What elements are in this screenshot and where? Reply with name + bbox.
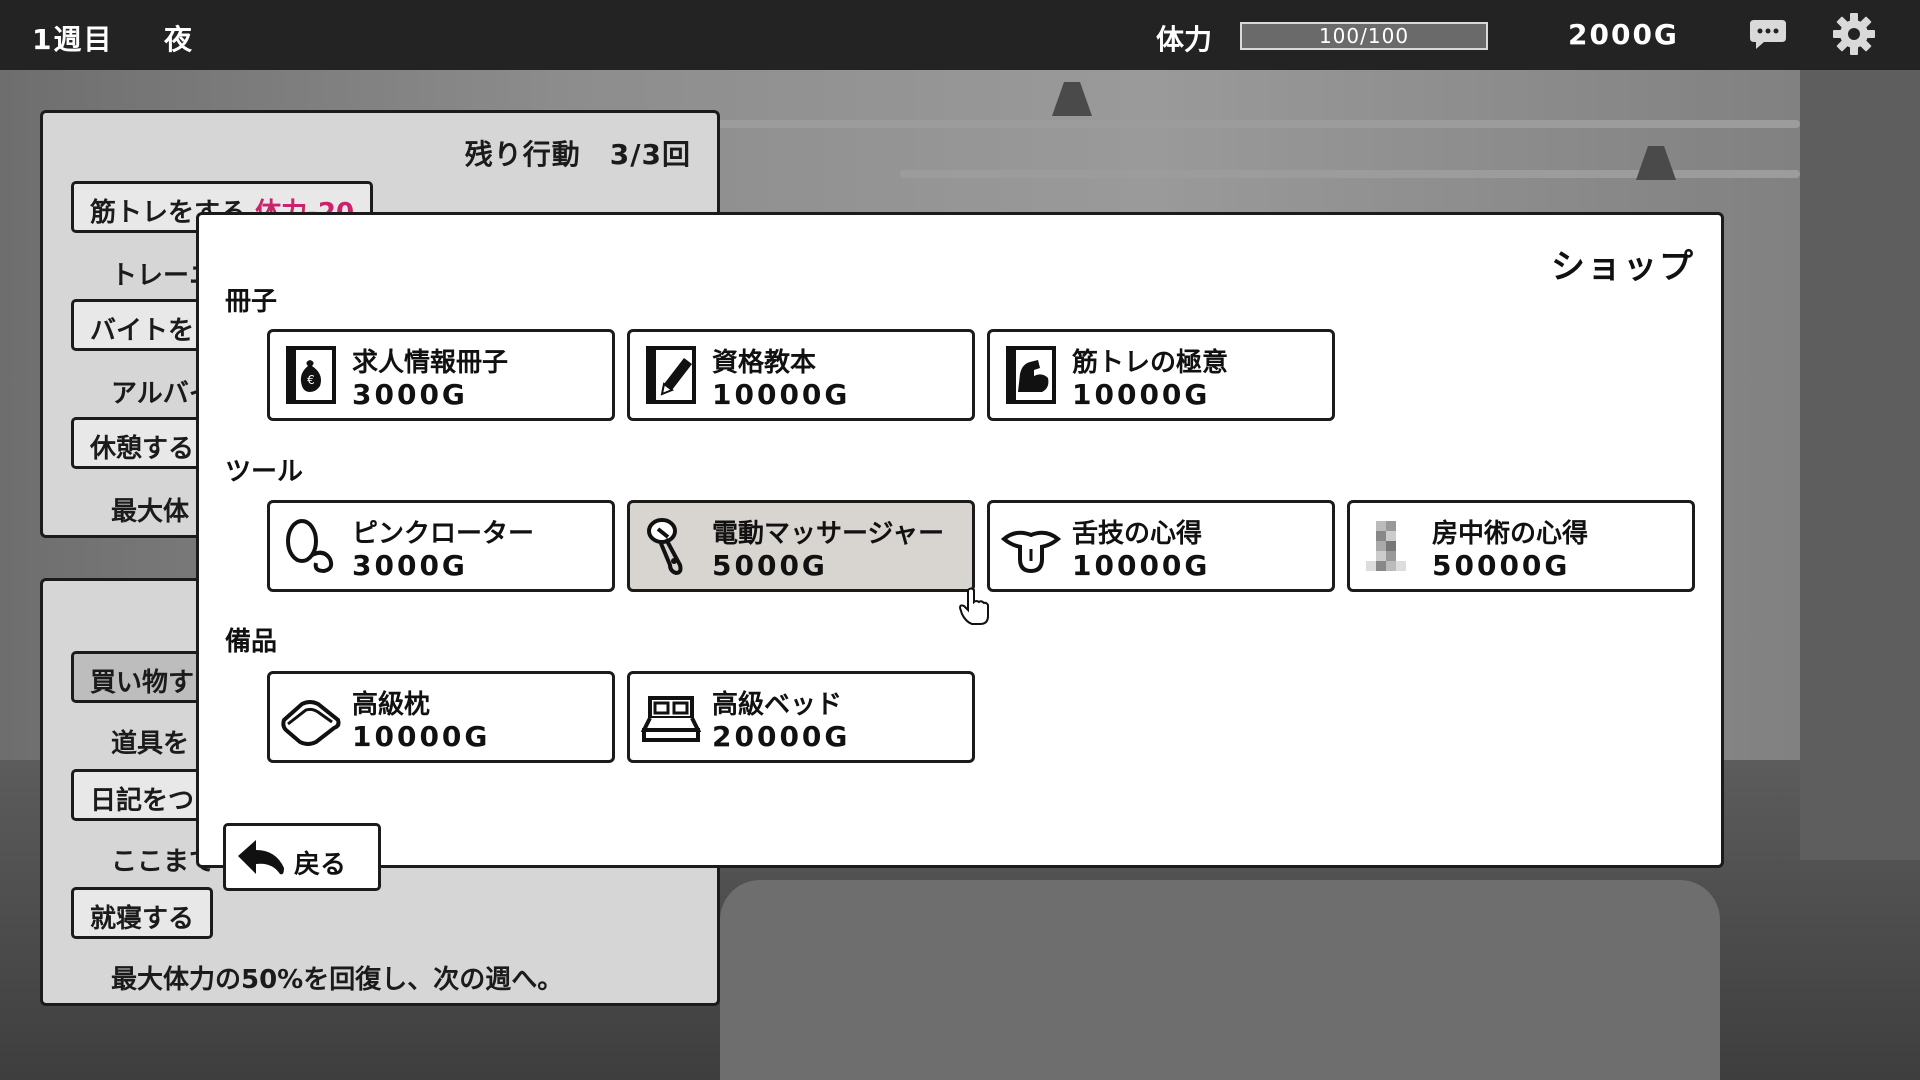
item-price: 10000G <box>712 378 851 411</box>
rest-button[interactable]: 休憩する <box>71 417 214 469</box>
category-furnishings: 備品 <box>225 627 278 657</box>
pencil-book-icon <box>646 346 696 404</box>
back-arrow-icon <box>238 840 284 875</box>
item-price: 5000G <box>712 549 828 582</box>
category-tools: ツール <box>225 457 304 487</box>
background-bed <box>720 880 1720 1080</box>
week-counter: 1週目 <box>32 23 114 56</box>
background-pipe <box>900 170 1800 178</box>
shop-item-bedroom-arts[interactable]: 房中術の心得 50000G <box>1347 500 1695 592</box>
stamina-label: 体力 <box>1156 23 1213 56</box>
part-time-job-label: バイトを <box>90 316 195 346</box>
rest-button-label: 休憩する <box>90 434 195 464</box>
background-pipe <box>700 120 1800 128</box>
sleep-button[interactable]: 就寝する <box>71 887 214 939</box>
rotor-icon <box>286 519 334 574</box>
shop-item-pink-rotor[interactable]: ピンクローター 3000G <box>267 500 615 592</box>
shop-item-luxury-pillow[interactable]: 高級枕 10000G <box>267 671 615 763</box>
sleep-button-label: 就寝する <box>90 904 195 934</box>
muscle-book-icon <box>1006 346 1056 404</box>
settings-gear-icon[interactable] <box>1832 12 1876 56</box>
shop-item-luxury-bed[interactable]: 高級ベッド 20000G <box>627 671 975 763</box>
censored-icon <box>1366 521 1406 571</box>
shopping-button-label: 買い物す <box>90 668 195 698</box>
diary-button[interactable]: 日記をつ <box>71 769 214 821</box>
item-name: 舌技の心得 <box>1072 519 1203 549</box>
back-button-label: 戻る <box>294 850 347 880</box>
hand-cursor-icon <box>958 587 989 625</box>
item-name: 資格教本 <box>712 348 817 378</box>
part-time-job-button[interactable]: バイトを <box>71 299 214 351</box>
train-button[interactable]: 筋トレをする 体力-20 <box>71 181 374 233</box>
shop-item-qualification-book[interactable]: 資格教本 10000G <box>627 329 975 421</box>
back-button[interactable]: 戻る <box>223 823 381 891</box>
stamina-value: 100/100 <box>1318 24 1410 48</box>
item-name: 筋トレの極意 <box>1072 348 1229 378</box>
item-price: 10000G <box>1072 549 1211 582</box>
top-status-bar: 1週目 夜 体力 100/100 2000G <box>0 0 1920 70</box>
category-booklets: 冊子 <box>225 287 278 317</box>
item-name: 高級ベッド <box>712 690 843 720</box>
item-price: 10000G <box>1072 378 1211 411</box>
shop-item-tongue-technique[interactable]: 舌技の心得 10000G <box>987 500 1335 592</box>
item-name: 房中術の心得 <box>1432 519 1589 549</box>
stamina-bar-fill <box>1242 24 1486 48</box>
massager-icon <box>647 518 683 576</box>
item-name: 求人情報冊子 <box>352 348 509 378</box>
item-name: ピンクローター <box>352 519 535 549</box>
gold-amount: 2000G <box>1568 18 1679 51</box>
shop-item-electric-massager[interactable]: 電動マッサージャー 5000G <box>627 500 975 592</box>
remaining-actions: 残り行動 3/3回 <box>464 138 691 171</box>
item-price: 3000G <box>352 378 468 411</box>
chat-icon[interactable] <box>1748 14 1788 54</box>
item-price: 3000G <box>352 549 468 582</box>
bed-icon <box>640 696 702 742</box>
item-name: 電動マッサージャー <box>712 519 945 549</box>
stamina-bar: 100/100 <box>1240 22 1488 50</box>
time-of-day: 夜 <box>164 23 193 56</box>
sleep-description: 最大体力の50%を回復し、次の週へ。 <box>111 965 564 995</box>
shop-title: ショップ <box>1551 247 1695 287</box>
shopping-description: 道具を <box>111 729 190 759</box>
money-bag-book-icon: € <box>286 346 336 404</box>
shop-dialog: ショップ 冊子 € 求人情報冊子 3000G 資格教本 10000G 筋トレの極… <box>196 212 1724 891</box>
svg-text:€: € <box>307 373 315 387</box>
item-name: 高級枕 <box>352 690 431 720</box>
tongue-icon <box>1000 530 1062 574</box>
item-price: 20000G <box>712 720 851 753</box>
shop-item-training-secrets[interactable]: 筋トレの極意 10000G <box>987 329 1335 421</box>
pillow-icon <box>281 700 341 746</box>
diary-button-label: 日記をつ <box>90 786 195 816</box>
item-price: 10000G <box>352 720 491 753</box>
rest-description: 最大体 <box>111 497 190 527</box>
background-pillar <box>1800 40 1920 860</box>
shop-item-job-booklet[interactable]: € 求人情報冊子 3000G <box>267 329 615 421</box>
item-price: 50000G <box>1432 549 1571 582</box>
shopping-button[interactable]: 買い物す <box>71 651 214 703</box>
